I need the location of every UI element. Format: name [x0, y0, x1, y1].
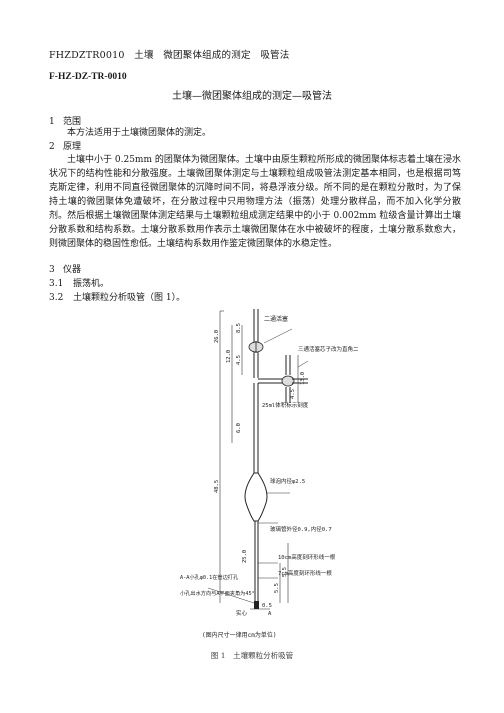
- document-title: 土壤—微团聚体组成的测定—吸管法: [172, 91, 332, 102]
- dim-5-5b: 5.5: [274, 583, 280, 593]
- dim-4-5: 4.5: [236, 355, 242, 365]
- dim-6: 6.0: [236, 423, 242, 433]
- label-two-way-valve: 二通活塞: [264, 315, 288, 323]
- principle-text: 土壤中小于 0.25mm 的团聚体为微团聚体。土壤中由原生颗粒所形成的微团聚体标…: [49, 155, 461, 249]
- dim-12: 12.0: [226, 350, 232, 363]
- label-mark-7cm: 7cm高度刻环形线一根: [278, 569, 332, 577]
- label-three-way-valve: 三通活塞芯子改为直角二通孔: [298, 345, 358, 353]
- dim-48-5: 48.5: [214, 480, 220, 493]
- label-holes: A-A小孔φ0.1在管边打孔: [180, 573, 239, 581]
- label-unit-note: (图内尺寸一律用cm为单位): [202, 631, 276, 639]
- dim-5-5a: 5.5: [282, 567, 288, 577]
- dim-8-5: 8.5: [236, 323, 242, 333]
- label-bulb-diameter: 球泡内径φ2.5: [270, 477, 305, 485]
- label-hole-direction: 小孔出水方向与A平面夹角为45°: [180, 589, 255, 597]
- dim-25: 25.0: [242, 550, 248, 563]
- dim-26: 26.0: [214, 330, 220, 343]
- label-mark-10cm: 10cm高度刻环形线一根: [278, 553, 336, 561]
- running-header: FHZDZTR0010 土壤 微团聚体组成的测定 吸管法: [49, 50, 290, 61]
- pipette-figure: 二通活塞 三通活塞芯子改为直角二通孔 25ml体积标示刻度 球泡内径φ2.5 玻…: [180, 303, 370, 648]
- label-bulb-volume: 25ml体积标示刻度: [262, 401, 309, 409]
- document-code: F-HZ-DZ-TR-0010: [49, 72, 127, 82]
- dim-0-5: 0.5: [262, 603, 272, 609]
- scope-text: 本方法适用于土壤微团聚体的测定。: [67, 128, 212, 138]
- label-A: A: [268, 611, 272, 617]
- dim-13: 13.0: [300, 372, 306, 385]
- pipette-diagram-svg: 二通活塞 三通活塞芯子改为直角二通孔 25ml体积标示刻度 球泡内径φ2.5 玻…: [180, 309, 370, 639]
- dim-4-5b: 4.5: [290, 389, 296, 399]
- label-tube: 玻璃管外径0.9,内径0.7: [270, 525, 332, 533]
- figure-caption: 图 1 土壤颗粒分析吸管: [210, 651, 294, 660]
- label-solid: 实心: [236, 609, 248, 617]
